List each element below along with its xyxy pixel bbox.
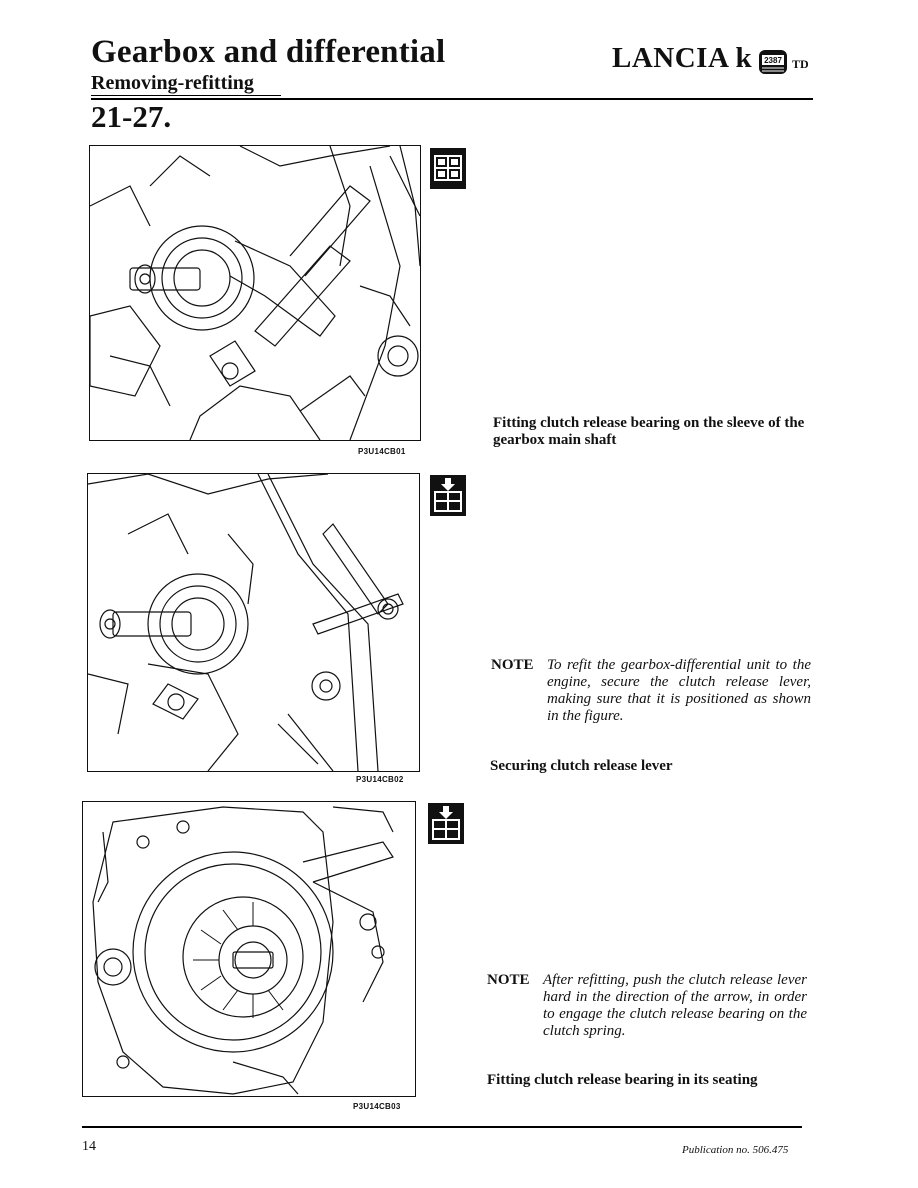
figure-2-code: P3U14CB02 <box>356 775 404 784</box>
page-subtitle: Removing-refitting <box>91 72 254 94</box>
publication-number: Publication no. 506.475 <box>682 1144 789 1156</box>
section-number: 21-27. <box>91 99 172 134</box>
figure-2-caption: Securing clutch release lever <box>490 758 673 774</box>
note-text: After refitting, push the clutch release… <box>543 972 807 1039</box>
note-label: NOTE <box>487 972 530 988</box>
brand-badge-text: 2387 <box>764 56 782 65</box>
brand-badge-logo: 2387 <box>758 49 788 75</box>
figure-3-caption: Fitting clutch release bearing in its se… <box>487 1072 758 1088</box>
figure-3-code: P3U14CB03 <box>353 1102 401 1111</box>
subtitle-underline <box>91 95 281 96</box>
tool-grid-icon <box>430 148 466 189</box>
figure-3-illustration <box>82 801 416 1097</box>
note-text: To refit the gearbox-differential unit t… <box>547 657 811 724</box>
page-title: Gearbox and differential <box>91 34 446 70</box>
header-rule <box>91 98 813 100</box>
figure-1-code: P3U14CB01 <box>358 447 406 456</box>
figure-1-caption: Fitting clutch release bearing on the sl… <box>493 415 805 448</box>
figure-2-illustration <box>87 473 420 772</box>
brand-name: LANCIA k <box>612 42 753 74</box>
page-number: 14 <box>82 1139 96 1154</box>
footer-rule <box>82 1126 802 1128</box>
note-label: NOTE <box>491 657 534 673</box>
brand-suffix: TD <box>792 57 809 71</box>
figure-1-illustration <box>89 145 421 441</box>
refit-arrow-icon <box>430 475 466 516</box>
refit-arrow-icon <box>428 803 464 844</box>
